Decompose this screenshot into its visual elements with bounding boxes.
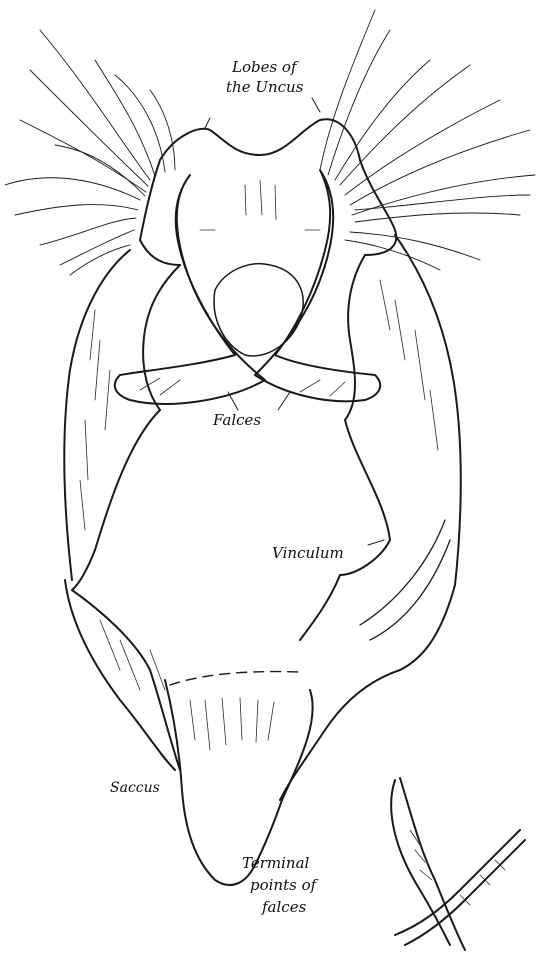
label-terminal-line3: falces	[261, 898, 307, 916]
label-falces: Falces	[212, 411, 261, 429]
falces-crossed	[115, 170, 380, 404]
label-terminal-line2: points of	[250, 876, 319, 894]
label-uncus-line1: Lobes of	[231, 58, 299, 76]
leader-arrows	[205, 98, 384, 545]
label-terminal-line1: Terminal	[242, 854, 310, 872]
tegumen-outline	[64, 119, 460, 800]
saccus-shape	[100, 620, 313, 885]
label-uncus-line2: the Uncus	[226, 78, 304, 96]
label-vinculum: Vinculum	[272, 544, 344, 562]
terminal-points-inset	[391, 778, 525, 950]
left-setae	[5, 30, 175, 275]
label-saccus: Saccus	[110, 780, 160, 796]
